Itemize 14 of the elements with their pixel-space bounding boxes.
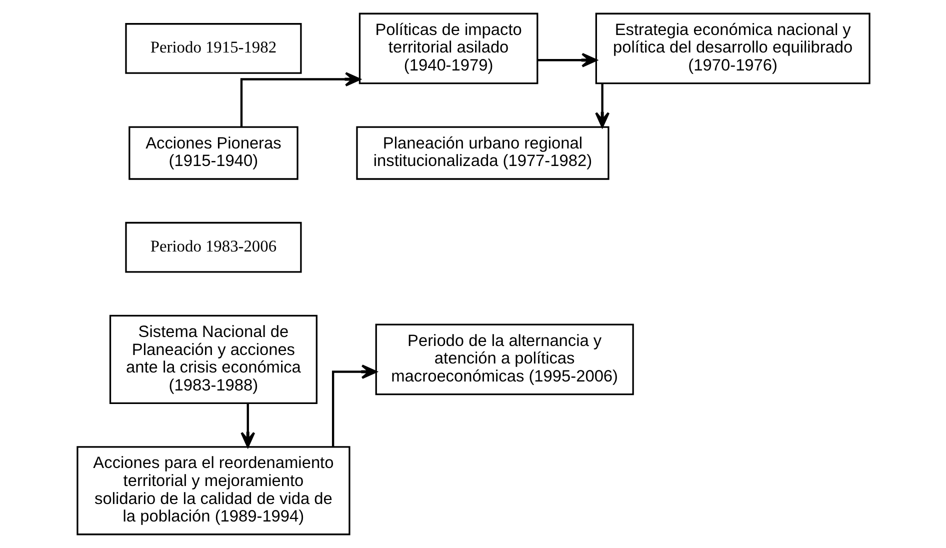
node-box: Sistema Nacional de Planeación y acciones ante la crisis económica (1983-1988): [108, 314, 317, 404]
arrow: [240, 72, 360, 127]
arrow: [537, 52, 597, 68]
node-box: Planeación urbano regional institucionalizada (1977-1982): [356, 126, 609, 180]
node-box: Acciones para el reordenamiento territorial y mejoramiento solidario de la calidad de vida de la población (1989-1994): [76, 446, 350, 536]
node-box: Periodo 1983-2006: [124, 222, 302, 273]
node-box: Periodo de la alternancia y atención a políticas macroeconómicas (1995-2006): [374, 324, 634, 396]
arrow: [594, 84, 610, 128]
node-box: Periodo 1915-1982: [124, 23, 302, 74]
arrow: [240, 403, 255, 448]
arrow: [331, 364, 376, 446]
node-box: Acciones Pioneras (1915-1940): [128, 126, 298, 180]
node-box: Estrategia económica nacional y política del desarrollo equilibrado (1970-1976): [594, 12, 870, 84]
node-box: Políticas de impacto territorial asilado (1940-1979): [358, 12, 538, 84]
